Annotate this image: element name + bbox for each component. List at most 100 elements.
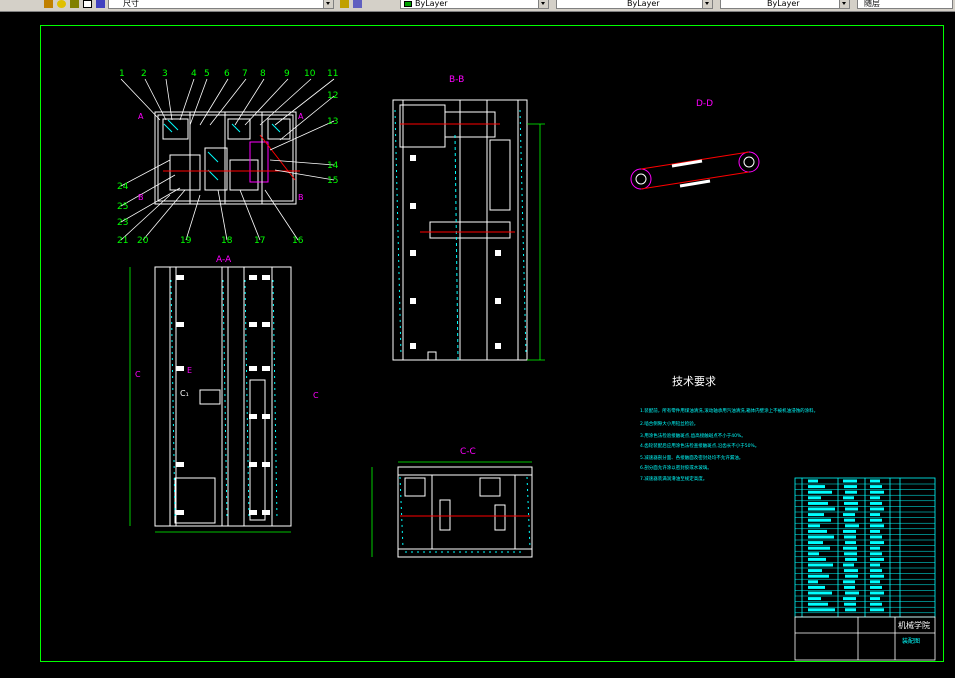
chevron-down-icon[interactable] [839,0,849,8]
cc-dimensions [371,461,532,557]
part-numbers: 1 2 3 4 5 6 7 8 9 10 11 12 13 14 15 21 2… [117,69,339,246]
plotstyle-dropdown[interactable]: 随层 [857,0,953,9]
table-cell-text [808,541,823,545]
tech-requirement-line: 4.齿轮装配后应用涂色法检查接触斑点,沿齿长不小于50%。 [640,442,759,449]
layer-previous-icon[interactable] [353,0,362,8]
part-number: 19 [180,236,192,246]
table-cell-text [844,518,855,522]
color-square-icon[interactable] [83,0,92,8]
tech-requirement-line: 3.用涂色法检验接触斑点,齿高接触斑点不小于40%。 [640,432,746,439]
table-cell-text [808,546,830,550]
drawing-canvas[interactable]: 1 2 3 4 5 6 7 8 9 10 11 12 13 14 15 21 2… [0,12,955,674]
table-cell-text [870,574,884,578]
table-cell-text [845,507,858,511]
part-number: 20 [137,236,149,246]
table-cell-text [808,574,829,578]
sheet-border [40,25,944,662]
aa-dimensions [129,267,291,533]
part-number: 8 [260,69,266,79]
table-cell-text [808,591,832,595]
chevron-down-icon[interactable] [702,0,712,8]
view-label-bb: B-B [449,75,464,85]
part-number: 12 [327,91,338,101]
cad-toolbar: 尺寸 ByLayer ByLayer ByLayer 随层 [0,0,955,12]
table-cell-text [870,513,880,517]
lineweight-dropdown-text: ByLayer [767,0,800,8]
lock-icon[interactable] [70,0,79,8]
section-mark-b: B [298,193,304,202]
table-cell-text [870,563,880,567]
table-cell-text [808,507,835,511]
section-mark-c1: C₁ [180,389,189,398]
table-cell-text [870,535,882,539]
layer-state-icon[interactable] [44,0,53,8]
table-cell-text [870,608,884,612]
table-cell-text [870,580,880,584]
parts-table-fill [808,479,884,612]
table-cell-text [843,479,857,483]
table-cell-text [870,585,882,589]
table-cell-text [844,602,856,606]
table-cell-text [844,585,855,589]
linetype-dropdown[interactable]: ByLayer [556,0,713,9]
table-cell-text [870,591,884,595]
parts-table-rows [795,483,935,614]
chevron-down-icon[interactable] [323,0,333,8]
table-cell-text [870,485,882,489]
tech-requirement-line: 1.装配前，所有零件用煤油清洗,滚动轴承用汽油清洗,箱体内壁涂上不被机油浸蚀的涂… [640,407,818,414]
table-cell-text [845,591,859,595]
linetype-dropdown-text: ByLayer [627,0,660,8]
tech-requirement-line: 5.减速器剖分面、各接触面及密封处均不允许漏油。 [640,454,743,461]
tech-requirements: 1.装配前，所有零件用煤油清洗,滚动轴承用汽油清洗,箱体内壁涂上不被机油浸蚀的涂… [640,407,818,482]
chevron-down-icon[interactable] [538,0,548,8]
table-cell-text [808,563,833,567]
sun-icon[interactable] [57,0,66,8]
table-cell-text [870,524,884,528]
table-cell-text [845,557,857,561]
table-cell-text [808,557,826,561]
table-cell-text [870,557,884,561]
table-cell-text [843,496,854,500]
table-cell-text [808,518,831,522]
lineweight-dropdown[interactable]: ByLayer [720,0,850,9]
drawing-svg[interactable]: 1 2 3 4 5 6 7 8 9 10 11 12 13 14 15 21 2… [0,12,955,674]
make-current-icon[interactable] [340,0,349,8]
part-number: 14 [327,161,339,171]
table-cell-text [870,501,882,505]
table-cell-text [808,580,818,584]
color-dropdown[interactable]: ByLayer [400,0,549,9]
layer-dropdown-text: 尺寸 [123,0,139,8]
leader-lines [120,78,335,241]
bb-dimensions [527,123,545,361]
table-cell-text [808,479,818,483]
aa-bolts [176,275,270,515]
table-cell-text [808,569,822,573]
section-mark-a: A [138,112,144,121]
title-block-drawing-name: 装配图 [902,637,920,645]
plotstyle-dropdown-text: 随层 [864,0,880,8]
part-number: 7 [242,69,248,79]
table-cell-text [808,501,828,505]
table-cell-text [808,552,819,556]
section-mark-a: A [298,112,304,121]
table-cell-text [845,574,858,578]
part-number: 5 [204,69,210,79]
layer-dropdown[interactable]: 尺寸 [108,0,334,9]
bb-view [392,99,528,361]
table-cell-text [845,608,856,612]
layer-properties-icon[interactable] [96,0,105,8]
table-cell-text [808,597,821,601]
part-number: 21 [117,236,128,246]
tech-requirement-line: 2.啮合侧隙大小用铅丝检验。 [640,420,698,427]
part-number: 15 [327,176,338,186]
table-cell-text [870,569,882,573]
tech-requirement-line: 7.减速器装满润滑油至规定高度。 [640,475,707,482]
table-cell-text [845,524,859,528]
section-mark-c: C [313,391,319,400]
aa-view [154,266,292,527]
table-cell-text [808,585,825,589]
table-cell-text [870,490,884,494]
table-cell-text [844,501,858,505]
part-number: 4 [191,69,197,79]
table-cell-text [808,524,820,528]
